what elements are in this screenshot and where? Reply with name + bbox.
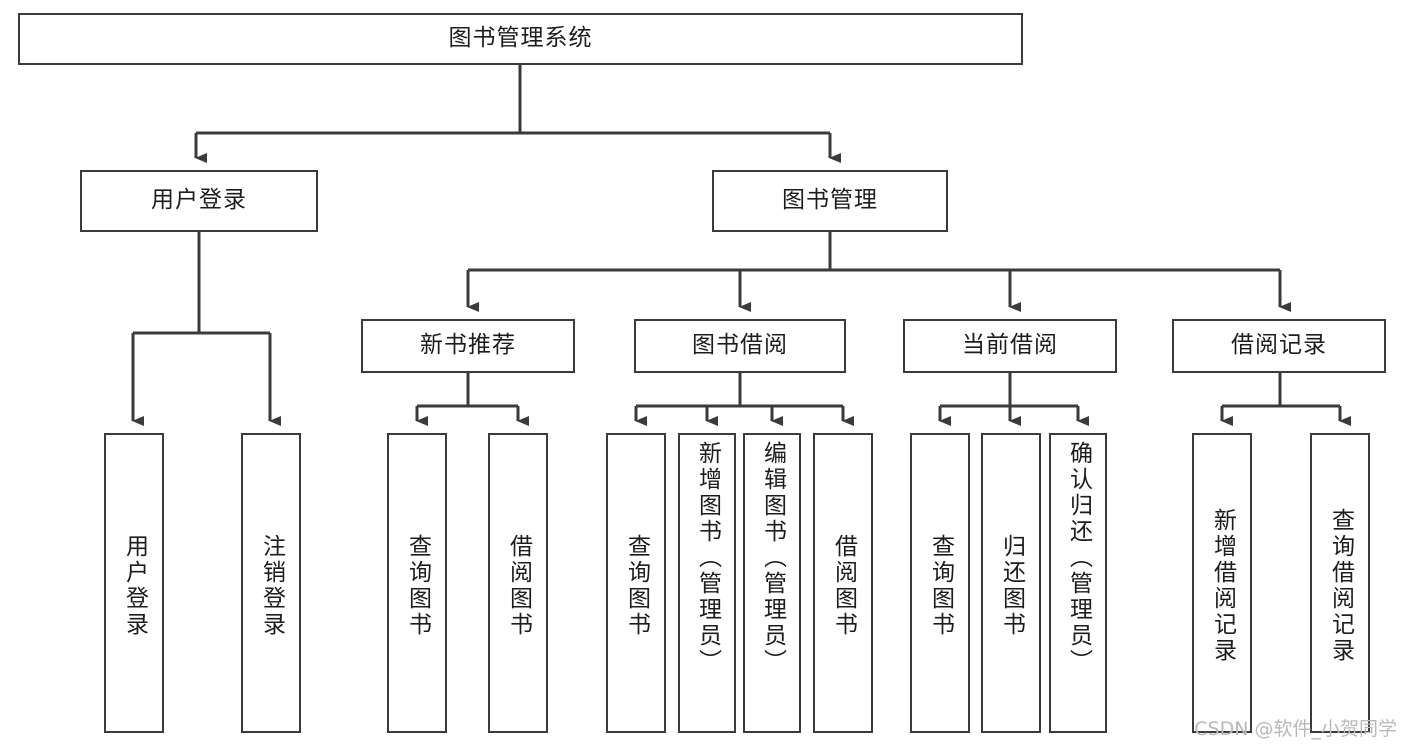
node-leaf-logout-login[interactable]: 注销登录	[241, 433, 301, 733]
node-new-book-recommend-label: 新书推荐	[420, 332, 516, 359]
node-book-manage-label: 图书管理	[782, 187, 878, 214]
connector-bookborrow-to-leaves	[634, 373, 854, 426]
node-root-label: 图书管理系统	[448, 25, 593, 52]
node-leaf-logout-login-label: 注销登录	[258, 534, 285, 638]
node-leaf-edit-book-label: 编辑图书（管理员）	[759, 441, 786, 675]
connector-currentborrow-to-leaves	[938, 373, 1089, 426]
node-user-login-label: 用户登录	[151, 187, 247, 214]
node-leaf-borrow-book-1-label: 借阅图书	[505, 534, 532, 638]
node-leaf-add-record[interactable]: 新增借阅记录	[1192, 433, 1252, 733]
node-current-borrow-label: 当前借阅	[962, 332, 1058, 359]
node-leaf-borrow-book-2-label: 借阅图书	[830, 534, 857, 638]
connector-newbook-to-leaves	[415, 373, 529, 426]
node-leaf-confirm-return-label: 确认归还（管理员）	[1065, 441, 1092, 675]
node-leaf-return-book[interactable]: 归还图书	[981, 433, 1041, 733]
node-leaf-confirm-return[interactable]: 确认归还（管理员）	[1049, 433, 1107, 733]
node-new-book-recommend[interactable]: 新书推荐	[361, 319, 575, 373]
connector-borrowrecord-to-leaves	[1220, 373, 1351, 426]
connector-bookmanage-to-level3	[466, 232, 1291, 312]
node-leaf-query-book-3-label: 查询图书	[927, 534, 954, 638]
node-leaf-borrow-book-2[interactable]: 借阅图书	[813, 433, 873, 733]
node-leaf-user-login[interactable]: 用户登录	[104, 433, 164, 733]
node-leaf-query-record[interactable]: 查询借阅记录	[1310, 433, 1370, 733]
node-leaf-add-record-label: 新增借阅记录	[1209, 508, 1236, 664]
node-root[interactable]: 图书管理系统	[18, 13, 1023, 65]
node-leaf-edit-book[interactable]: 编辑图书（管理员）	[743, 433, 801, 733]
node-current-borrow[interactable]: 当前借阅	[903, 319, 1117, 373]
node-book-borrow[interactable]: 图书借阅	[634, 319, 846, 373]
node-leaf-query-book-2-label: 查询图书	[623, 534, 650, 638]
node-leaf-user-login-label: 用户登录	[121, 534, 148, 638]
node-leaf-query-book-2[interactable]: 查询图书	[606, 433, 666, 733]
node-leaf-query-book-1[interactable]: 查询图书	[387, 433, 447, 733]
node-user-login[interactable]: 用户登录	[80, 170, 318, 232]
node-leaf-return-book-label: 归还图书	[998, 534, 1025, 638]
node-leaf-borrow-book-1[interactable]: 借阅图书	[488, 433, 548, 733]
node-borrow-record[interactable]: 借阅记录	[1172, 319, 1386, 373]
connector-root-to-level2	[194, 65, 841, 163]
node-borrow-record-label: 借阅记录	[1231, 332, 1327, 359]
node-leaf-query-book-1-label: 查询图书	[404, 534, 431, 638]
connector-userlogin-to-leaves	[131, 232, 281, 426]
node-book-borrow-label: 图书借阅	[692, 332, 788, 359]
node-leaf-add-book-label: 新增图书（管理员）	[694, 441, 721, 675]
node-book-manage[interactable]: 图书管理	[712, 170, 948, 232]
node-leaf-query-record-label: 查询借阅记录	[1327, 508, 1354, 664]
node-leaf-add-book[interactable]: 新增图书（管理员）	[678, 433, 736, 733]
node-leaf-query-book-3[interactable]: 查询图书	[910, 433, 970, 733]
